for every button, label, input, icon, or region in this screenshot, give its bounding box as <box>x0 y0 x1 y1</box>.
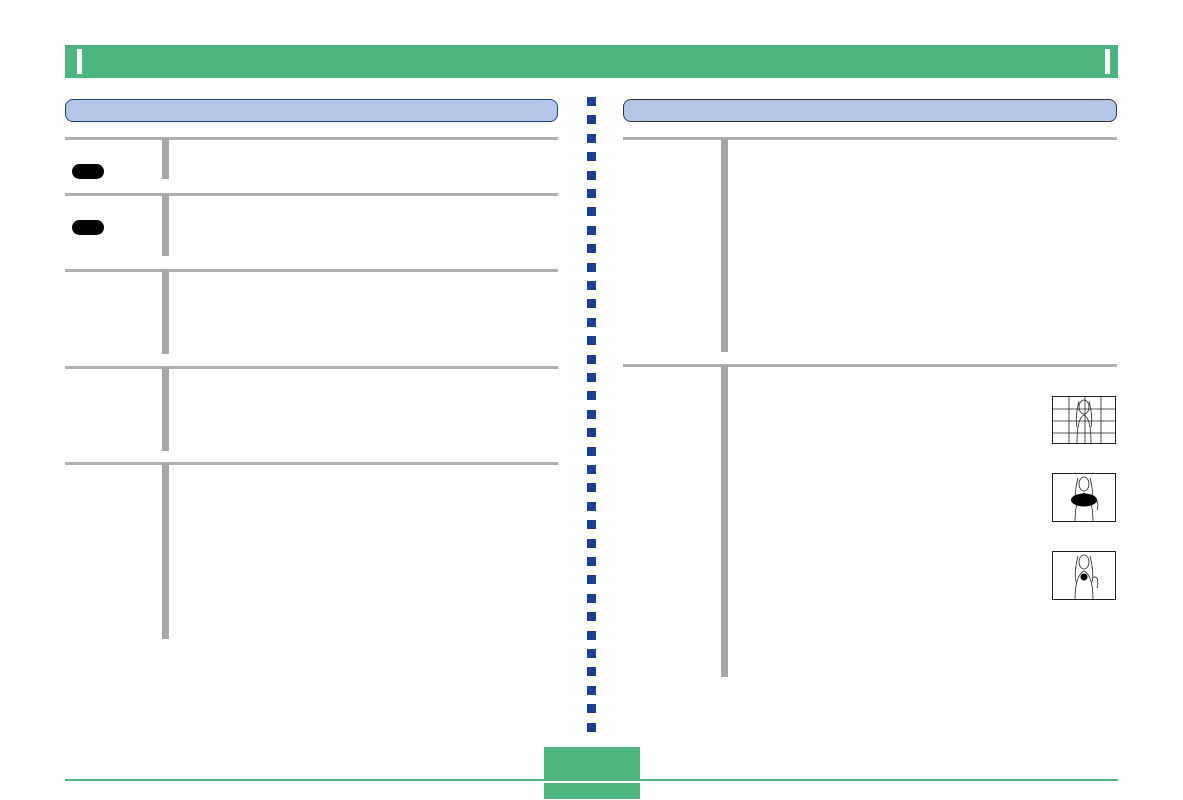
page-number-tab <box>544 747 640 779</box>
separator-square <box>587 575 596 584</box>
separator-square <box>587 299 596 308</box>
separator-square <box>587 226 596 235</box>
separator-square <box>587 667 596 676</box>
separator-square <box>587 336 596 345</box>
separator-square <box>587 97 596 106</box>
left-row-divider <box>65 366 558 369</box>
separator-square <box>587 207 596 216</box>
footer-rule <box>65 779 1118 781</box>
right-row-bar <box>721 138 728 352</box>
separator-square <box>587 631 596 640</box>
grid-metering-thumbnail <box>1052 396 1116 444</box>
right-row-divider <box>623 364 1117 367</box>
separator-square <box>587 447 596 456</box>
separator-square <box>587 263 596 272</box>
left-row-divider <box>65 137 558 140</box>
spot-metering-thumbnail <box>1052 551 1116 600</box>
separator-square <box>587 355 596 364</box>
key-cap-icon <box>72 220 104 235</box>
left-row-bar <box>162 367 169 451</box>
separator-square <box>587 520 596 529</box>
separator-square <box>587 244 596 253</box>
left-row-divider <box>65 269 558 272</box>
separator-square <box>587 171 596 180</box>
separator-square <box>587 483 596 492</box>
separator-square <box>587 152 596 161</box>
page-number-tab-base <box>544 783 640 799</box>
separator-square <box>587 281 596 290</box>
separator-square <box>587 410 596 419</box>
header-right-notch <box>1105 49 1110 74</box>
center-weighted-metering-thumbnail <box>1052 473 1116 522</box>
separator-square <box>587 594 596 603</box>
separator-square <box>587 189 596 198</box>
separator-square <box>587 557 596 566</box>
separator-square <box>587 318 596 327</box>
left-row-bar <box>162 463 169 639</box>
separator-square <box>587 428 596 437</box>
left-row-bar <box>162 138 169 179</box>
separator-square <box>587 465 596 474</box>
left-row-bar <box>162 194 169 256</box>
left-row-bar <box>162 270 169 354</box>
separator-square <box>587 373 596 382</box>
right-section-title-bar <box>623 99 1117 122</box>
header-left-notch <box>77 49 82 74</box>
separator-square <box>587 539 596 548</box>
left-row-divider <box>65 193 558 196</box>
separator-square <box>587 134 596 143</box>
separator-square <box>587 502 596 511</box>
separator-square <box>587 649 596 658</box>
separator-square <box>587 115 596 124</box>
left-section-title-bar <box>65 99 558 122</box>
left-row-divider <box>65 462 558 465</box>
separator-square <box>587 686 596 695</box>
separator-square <box>587 704 596 713</box>
key-cap-icon <box>72 164 104 179</box>
separator-square <box>587 723 596 732</box>
separator-square <box>587 391 596 400</box>
page-header-band <box>65 45 1118 78</box>
separator-square <box>587 612 596 621</box>
right-row-divider <box>623 137 1117 140</box>
right-row-bar <box>721 365 728 677</box>
